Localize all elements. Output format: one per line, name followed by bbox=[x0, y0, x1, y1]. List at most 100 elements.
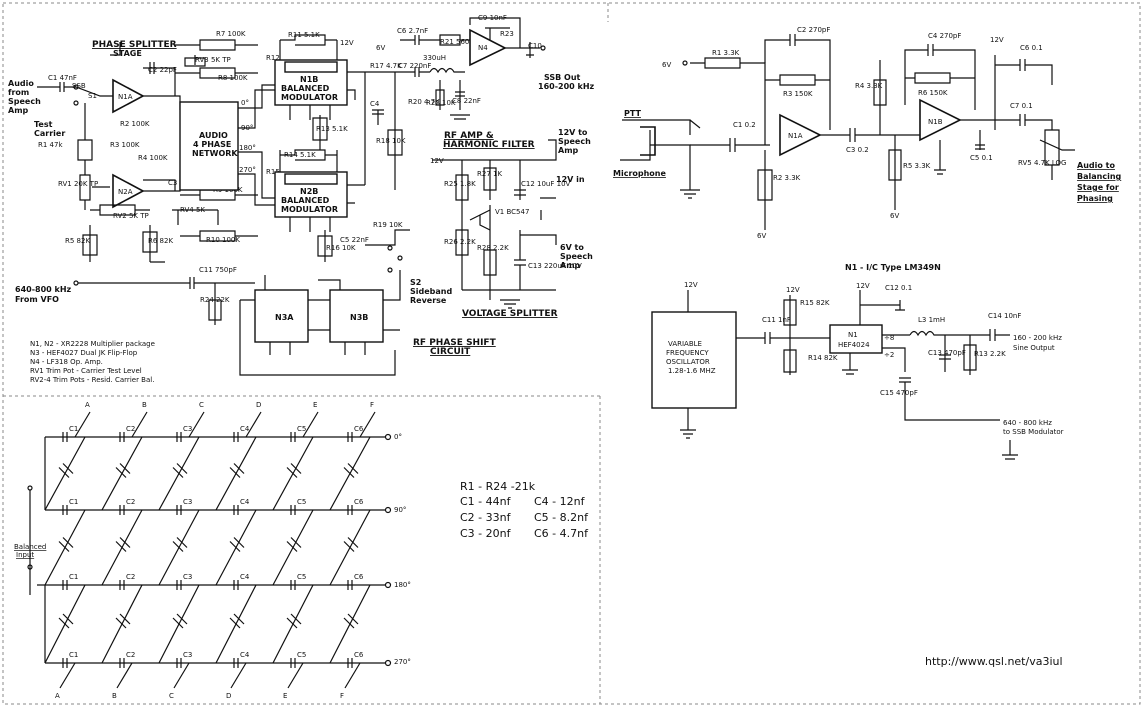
ladder-capacitor: C5 bbox=[290, 425, 306, 442]
mic-c5: C5 0.1 bbox=[970, 154, 993, 162]
phase-splitter-title: PHASE SPLITTER bbox=[92, 40, 177, 50]
comp-ssb: SSB bbox=[72, 82, 86, 90]
n1a-label: N1A bbox=[118, 93, 133, 101]
ladder-capacitor: C4 bbox=[233, 498, 250, 515]
out-phase-270: 270° bbox=[394, 658, 411, 666]
n3b-label: N3B bbox=[350, 313, 368, 322]
ladder-capacitor: C3 bbox=[176, 425, 192, 442]
ladder-input-top-0: A bbox=[85, 401, 90, 409]
vfo-c13: C13 470pF bbox=[928, 349, 966, 357]
rf-phase-shift-1: RF PHASE SHIFT bbox=[413, 338, 497, 348]
vfo-in-1: 640-800 kHz bbox=[15, 285, 72, 294]
ladder-cap-label: C6 bbox=[354, 425, 364, 433]
phase-180: 180° bbox=[239, 144, 256, 152]
ladder-input-top-1: B bbox=[142, 401, 147, 409]
values-c4: C4 - 12nf bbox=[534, 495, 586, 508]
mod1-label-2: BALANCED bbox=[281, 84, 330, 93]
comp-r18: R18 10K bbox=[376, 137, 406, 145]
ladder-input-bottom-2: C bbox=[169, 692, 174, 700]
ladder-input-top-4: E bbox=[313, 401, 317, 409]
vfo-out2-2: to SSB Modulator bbox=[1003, 428, 1064, 436]
ladder-cap-label: C3 bbox=[183, 425, 192, 433]
ladder-cap-label: C2 bbox=[126, 573, 135, 581]
mic-r4: R4 3.3K bbox=[855, 82, 883, 90]
phase-270: 270° bbox=[239, 166, 256, 174]
comp-r25: R25 1.8K bbox=[444, 180, 476, 188]
comp-r16: R16 10K bbox=[326, 244, 356, 252]
comp-rv3: RV3 5K TP bbox=[195, 56, 231, 64]
vfo-div8: ÷8 bbox=[884, 334, 894, 342]
comp-s1: S1 bbox=[88, 92, 97, 100]
op-amp-n4 bbox=[469, 28, 507, 67]
phase-splitter-subtitle: STAGE bbox=[113, 49, 142, 58]
comp-c6: C6 2.7nF bbox=[397, 27, 428, 35]
vfo-r13: R13 2.2K bbox=[974, 350, 1006, 358]
ladder-capacitor: C2 bbox=[119, 425, 135, 442]
ladder-input-bottom-5: F bbox=[340, 692, 344, 700]
vfo-div2: ÷2 bbox=[884, 351, 894, 359]
values-c2: C2 - 33nf bbox=[460, 511, 512, 524]
ssb-out-2: 160-200 kHz bbox=[538, 82, 595, 91]
mic-output-3: Stage for bbox=[1077, 183, 1119, 192]
comp-rv1: RV1 20K TP bbox=[58, 180, 98, 188]
ladder-input-bottom-3: D bbox=[226, 692, 231, 700]
comp-r12: R12 bbox=[266, 54, 280, 62]
rf-amp-title-2: HARMONIC FILTER bbox=[443, 140, 535, 150]
ladder-cap-label: C5 bbox=[297, 425, 306, 433]
comp-6v-a: 6V bbox=[376, 44, 385, 52]
svg-text:6V: 6V bbox=[890, 212, 899, 220]
comp-r19: R19 10K bbox=[373, 221, 403, 229]
network-label-1: AUDIO bbox=[199, 131, 228, 140]
microphone-label: Microphone bbox=[613, 169, 667, 178]
mic-r5: R5 3.3K bbox=[903, 162, 931, 170]
ladder-cap-label: C4 bbox=[240, 425, 250, 433]
comp-r26: R26 2.2K bbox=[444, 238, 476, 246]
comp-r22: R22 10K bbox=[426, 99, 456, 107]
ladder-cap-label: C2 bbox=[126, 498, 135, 506]
comp-c2: C2 22pF bbox=[148, 66, 177, 74]
comp-c11: C11 750pF bbox=[199, 266, 237, 274]
sideband-label-3: Reverse bbox=[410, 296, 447, 305]
network-label-3: NETWORK bbox=[192, 149, 238, 158]
comp-c12: C12 10uF 10V bbox=[521, 180, 571, 188]
test-carrier-label-2: Carrier bbox=[34, 129, 65, 138]
ladder-cap-label: C5 bbox=[297, 498, 306, 506]
mic-c3: C3 0.2 bbox=[846, 146, 869, 154]
to-speech-amp-12-1: 12V to bbox=[558, 128, 588, 137]
comp-c8: C8 22nF bbox=[452, 97, 481, 105]
mic-n1a: N1A bbox=[788, 132, 803, 140]
vfo-c14: C14 10nF bbox=[988, 312, 1021, 320]
mic-output-4: Phasing bbox=[1077, 194, 1113, 203]
out-phase-0: 0° bbox=[394, 433, 402, 441]
op-amp-n1a bbox=[112, 78, 145, 114]
mic-c4: C4 270pF bbox=[928, 32, 961, 40]
svg-text:6V: 6V bbox=[662, 61, 671, 69]
comp-r17: R17 4.7K bbox=[370, 62, 402, 70]
to-speech-amp-6-3: Amp bbox=[560, 261, 581, 270]
mic-rv5: RV5 4.7K LOG bbox=[1018, 159, 1066, 167]
voltage-splitter-title: VOLTAGE SPLITTER bbox=[462, 309, 558, 319]
comp-r21: R21 560 bbox=[440, 38, 469, 46]
audio-input-label-3: Speech bbox=[8, 97, 41, 106]
ladder-cap-label: C5 bbox=[297, 651, 306, 659]
vfo-divider-schematic: VARIABLE FREQUENCY OSCILLATOR 1.28-1.6 M… bbox=[651, 281, 1064, 460]
comp-r10: R10 100K bbox=[206, 236, 240, 244]
ladder-capacitor: C4 bbox=[233, 651, 250, 668]
mic-r1: R1 3.3K bbox=[712, 49, 740, 57]
ladder-cap-label: C1 bbox=[69, 573, 78, 581]
test-carrier-label-1: Test bbox=[34, 120, 53, 129]
svg-text:12V: 12V bbox=[684, 281, 698, 289]
n2a-label: N2A bbox=[118, 188, 133, 196]
ladder-input-top-3: D bbox=[256, 401, 261, 409]
comp-c10: C10 bbox=[528, 42, 542, 50]
to-speech-amp-6-1: 6V to bbox=[560, 243, 584, 252]
mic-c6: C6 0.1 bbox=[1020, 44, 1043, 52]
ssb-modulator-schematic: PHASE SPLITTER STAGE Audio from Speech A… bbox=[8, 14, 595, 384]
values-r: R1 - R24 -21k bbox=[460, 480, 536, 493]
comp-r2: R2 100K bbox=[120, 120, 150, 128]
mic-c2: C2 270pF bbox=[797, 26, 830, 34]
vfo-label-4: 1.28-1.6 MHZ bbox=[668, 367, 716, 375]
comp-r28: R28 2.2K bbox=[477, 244, 509, 252]
mod2-label-2: BALANCED bbox=[281, 196, 330, 205]
